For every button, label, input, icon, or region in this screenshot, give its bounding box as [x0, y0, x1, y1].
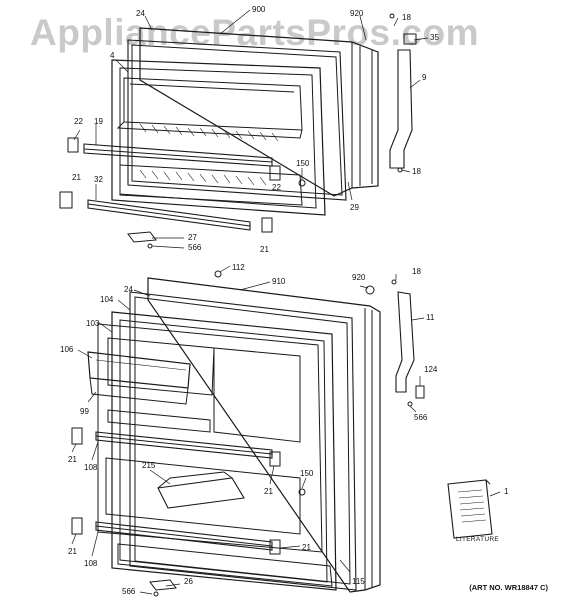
watermark: AppliancePartsPros.com — [30, 12, 479, 53]
callout-150: 150 — [296, 159, 310, 168]
callout-18: 18 — [412, 167, 421, 176]
callout-124: 124 — [424, 365, 438, 374]
callout-21: 21 — [72, 173, 81, 182]
callout-104: 104 — [100, 295, 114, 304]
callout-112: 112 — [232, 263, 245, 272]
callout-920: 920 — [352, 273, 366, 282]
callout-115: 115 — [352, 577, 365, 586]
callout-18: 18 — [412, 267, 421, 276]
callout-26: 26 — [184, 577, 193, 586]
callout-11: 11 — [426, 313, 435, 322]
callout-labels: 24 900 920 18 35 4 9 22 19 150 22 18 21 … — [60, 5, 509, 596]
callout-566: 566 — [414, 413, 428, 422]
callout-910: 910 — [272, 277, 286, 286]
callout-215: 215 — [142, 461, 156, 470]
callout-1: 1 — [504, 487, 509, 496]
callout-27: 27 — [188, 233, 197, 242]
fresh-food-door-assembly — [71, 270, 493, 597]
callout-19: 19 — [94, 117, 103, 126]
callout-150: 150 — [300, 469, 314, 478]
freezer-door-assembly — [59, 13, 417, 249]
callout-21: 21 — [264, 487, 273, 496]
callout-24: 24 — [136, 9, 145, 18]
callout-900: 900 — [252, 5, 266, 14]
callout-24: 24 — [124, 285, 133, 294]
callout-106: 106 — [60, 345, 74, 354]
callout-29: 29 — [350, 203, 359, 212]
callout-108: 108 — [84, 463, 98, 472]
callout-99: 99 — [80, 407, 89, 416]
callout-18: 18 — [402, 13, 411, 22]
callout-108: 108 — [84, 559, 98, 568]
callout-21: 21 — [260, 245, 269, 254]
callout-22: 22 — [74, 117, 83, 126]
callout-566: 566 — [122, 587, 136, 596]
callout-566: 566 — [188, 243, 202, 252]
callout-21: 21 — [302, 543, 311, 552]
callout-920: 920 — [350, 9, 364, 18]
callout-21: 21 — [68, 455, 77, 464]
callout-22: 22 — [272, 183, 281, 192]
callout-4: 4 — [110, 51, 115, 60]
callout-103: 103 — [86, 319, 100, 328]
art-number: (ART NO. WR18847 C) — [469, 583, 548, 592]
callout-32: 32 — [94, 175, 103, 184]
literature-label: LITERATURE — [456, 536, 499, 543]
callout-35: 35 — [430, 33, 439, 42]
callout-9: 9 — [422, 73, 427, 82]
callout-21: 21 — [68, 547, 77, 556]
